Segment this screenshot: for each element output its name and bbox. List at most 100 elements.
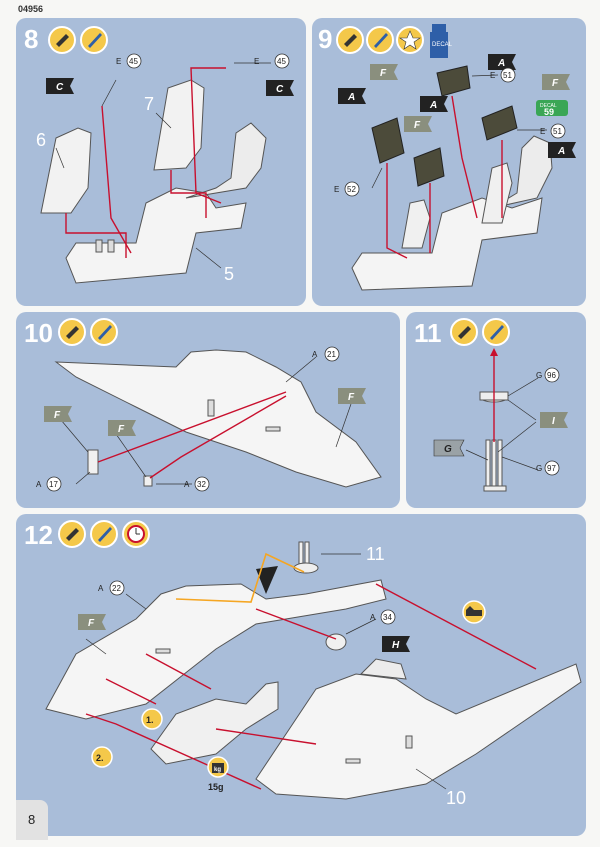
- step-8-tub-5-label: 5: [224, 264, 234, 284]
- svg-text:A: A: [429, 100, 437, 111]
- paint-icon: [58, 318, 86, 346]
- step-8-color-flag-c-b: C: [266, 80, 294, 96]
- step-8-part-45b: 45: [277, 57, 286, 66]
- seat-part-6: [40, 127, 92, 214]
- step-9-flag-a-1: A: [488, 54, 516, 70]
- step-8-number: 8: [24, 24, 39, 54]
- seat-part-7: [153, 79, 205, 171]
- step-9-flag-f-1: F: [370, 64, 398, 80]
- step-12-part-22-circle: [109, 580, 125, 596]
- svg-text:H: H: [392, 640, 400, 651]
- step-8-seat-7-label: 7: [144, 94, 154, 114]
- step-12-a-label-a: A: [98, 584, 104, 593]
- panel-part-upper-left: [371, 117, 405, 164]
- step-10-panel: 10 A 21 A 17 A 32 F F F: [16, 312, 400, 508]
- rotor-mast-part-97: [483, 439, 507, 492]
- svg-text:DECAL: DECAL: [432, 42, 453, 48]
- step-10-icons: [58, 318, 118, 346]
- step-8-icons: [48, 26, 108, 54]
- step-10-number: 10: [24, 318, 53, 348]
- step-11-icons: [450, 318, 510, 346]
- step-12-a-label-b: A: [370, 613, 376, 622]
- step-8-part-45a-circle: [126, 53, 142, 69]
- svg-text:2.: 2.: [96, 753, 104, 763]
- cockpit-tub-part-5: [65, 122, 267, 284]
- svg-text:59: 59: [544, 107, 554, 117]
- step-9-part-51b: 51: [553, 127, 562, 136]
- nose-cone-icon: [256, 566, 278, 594]
- paint-icon: [336, 26, 364, 54]
- decal-star-icon: [396, 26, 424, 54]
- svg-text:A: A: [497, 58, 505, 69]
- svg-text:DECAL: DECAL: [540, 103, 557, 109]
- brush-icon: [366, 26, 394, 54]
- step-10-flag-f-3: F: [338, 388, 366, 404]
- svg-text:F: F: [54, 410, 61, 421]
- step-10-a-label-c: A: [184, 480, 190, 489]
- step-9-e-label-a: E: [490, 71, 495, 80]
- step-9-flag-f-3: F: [542, 74, 570, 90]
- step-9-decal-59-badge: DECAL 59: [536, 100, 568, 117]
- step-9-icons: DECAL: [336, 24, 453, 58]
- step-12-part-22: 22: [112, 584, 121, 593]
- step-9-flag-a-4: A: [548, 142, 576, 158]
- step-12-weight-label: 15g: [208, 782, 224, 792]
- step-8-part-45b-circle: [274, 53, 290, 69]
- step-12-flag-h: H: [382, 636, 410, 652]
- step-9-e-label-b: E: [540, 127, 545, 136]
- step-8-diagram: E 45 E 45 C C 6 7 5: [36, 53, 294, 284]
- step-12-fuselage-10-label: 10: [446, 788, 466, 808]
- step-10-part-17-circle: [46, 476, 62, 492]
- step-10-part-32: 32: [197, 480, 206, 489]
- brush-icon: [80, 26, 108, 54]
- step-10-part-21: 21: [327, 350, 336, 359]
- svg-text:F: F: [552, 78, 559, 89]
- step-9-part-51a: 51: [503, 71, 512, 80]
- step-11-number: 11: [414, 318, 442, 348]
- svg-text:F: F: [348, 392, 355, 403]
- fuselage-half-right-side: [45, 579, 387, 720]
- brush-icon: [90, 318, 118, 346]
- step-12-part-34: 34: [383, 613, 392, 622]
- step-10-flag-f-2: F: [108, 420, 136, 436]
- step-9-part-52: 52: [347, 185, 356, 194]
- svg-text:kg: kg: [214, 767, 221, 773]
- step-10-part-32-circle: [194, 476, 210, 492]
- paint-icon: [58, 520, 86, 548]
- step-9-flag-a-3: A: [420, 96, 448, 112]
- step-12-glue-icon: [462, 600, 486, 624]
- step-8-color-flag-c-a: C: [46, 78, 74, 94]
- svg-text:C: C: [276, 84, 284, 95]
- step-10-part-17: 17: [49, 480, 58, 489]
- step-10-a-label-a: A: [312, 350, 318, 359]
- step-12-part-34-circle: [380, 609, 396, 625]
- brush-icon: [482, 318, 510, 346]
- step-9-diagram: F F F A A A A DECAL 59 E 51 E 51 E 52: [334, 54, 576, 291]
- exhaust-part-34: [325, 633, 347, 651]
- step-11-flag-g: G: [433, 439, 465, 457]
- svg-text:1.: 1.: [146, 715, 154, 725]
- step-11-part-97-circle: [544, 460, 560, 476]
- svg-text:F: F: [380, 68, 387, 79]
- svg-text:G: G: [444, 444, 452, 455]
- step-12-flag-f: F: [78, 614, 106, 630]
- step-9-flag-f-2: F: [404, 116, 432, 132]
- step-8-e-label-b: E: [254, 57, 259, 66]
- brush-icon: [90, 520, 118, 548]
- step-11-flag-i: I: [540, 412, 568, 428]
- step-12-sub-11-label: 11: [366, 544, 385, 564]
- step-11-g-label-b: G: [536, 464, 542, 473]
- cockpit-assembly: [351, 135, 553, 291]
- small-part-17: [87, 449, 99, 475]
- step-11-part-96: 96: [547, 371, 556, 380]
- step-12-weight-icon: kg 15g: [207, 756, 229, 792]
- svg-text:I: I: [552, 416, 555, 427]
- page-tab: [16, 800, 48, 840]
- small-part-32: [143, 475, 153, 487]
- svg-text:F: F: [118, 424, 125, 435]
- step-10-a-label-b: A: [36, 480, 42, 489]
- step-11-diagram: G 96 G 97 I G: [433, 348, 568, 492]
- step-11-g-label-a: G: [536, 371, 542, 380]
- panel-part-lower-center: [413, 147, 445, 187]
- paint-icon: [48, 26, 76, 54]
